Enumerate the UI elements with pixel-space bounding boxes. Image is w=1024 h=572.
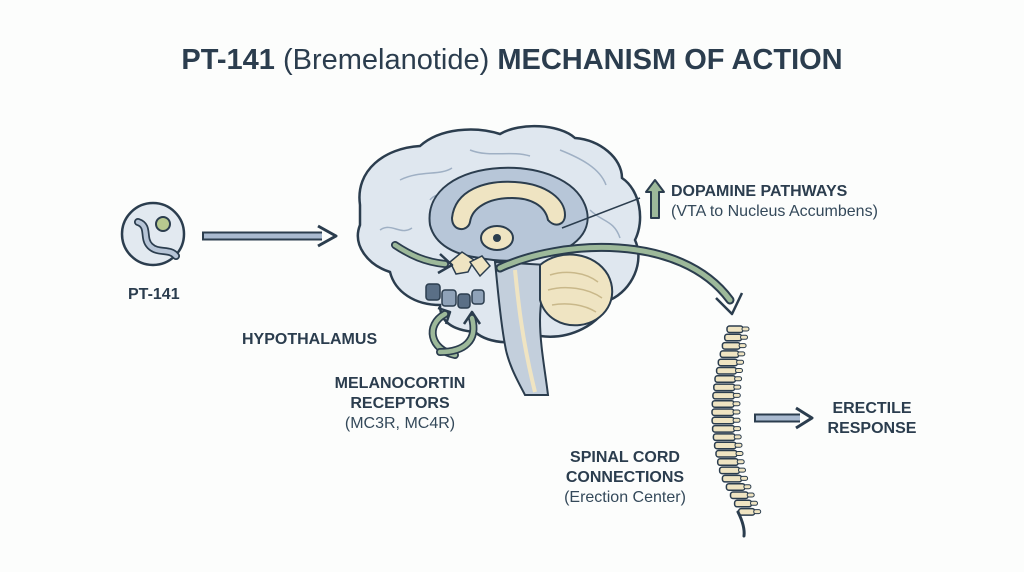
vertebra-process [735,368,743,373]
brain-illustration [356,124,642,396]
pathway-arrow-to-spine [495,242,744,316]
vertebra [712,433,736,442]
vertebra-process [737,351,746,357]
vertebra-process [738,467,746,473]
dopamine-pointer-line [561,197,641,229]
vertebra [714,375,737,384]
vertebra [711,416,735,425]
arrow-to-response [754,406,814,430]
vertebra [713,441,737,450]
vertebra [711,408,735,417]
title-part3: MECHANISM OF ACTION [497,44,843,76]
vertebra [718,466,741,475]
erectile-line1: ERECTILE [832,400,912,417]
vertebra-process [740,475,749,481]
molecule-icon [120,201,186,267]
title-part2: (Bremelanotide) [282,44,490,76]
hypothalamus-label: HYPOTHALAMUS [242,331,378,348]
vertebra [712,391,736,400]
spinal-label: SPINAL CORD CONNECTIONS (Erection Center… [545,448,705,508]
vertebra-process [733,426,742,432]
vertebra [711,399,735,408]
dopamine-label: DOPAMINE PATHWAYS (VTA to Nucleus Accumb… [671,182,878,222]
vertebra [726,325,744,334]
vertebra [729,491,749,500]
spinal-line2: CONNECTIONS [565,469,685,486]
melanocortin-label: MELANOCORTIN RECEPTORS (MC3R, MC4R) [320,374,480,434]
erectile-label: ERECTILE RESPONSE [812,399,932,439]
pt141-label: PT-141 [128,286,180,303]
spinal-line1: SPINAL CORD [570,449,680,466]
vertebra [723,333,743,342]
melanocortin-line1: MELANOCORTIN [334,375,466,392]
vertebra-process [753,509,762,515]
vertebra-process [743,484,752,490]
arrow-to-brain [202,224,338,248]
receptor-loop-arrows [428,306,482,359]
vertebra-process [734,442,743,448]
melanocortin-line2: RECEPTORS [350,395,450,412]
vertebra-process [733,384,742,390]
vertebra-process [735,451,744,456]
vertebra-process [734,376,743,382]
vertebra [716,458,739,467]
vertebra [715,366,738,375]
erectile-line2: RESPONSE [827,420,917,437]
vertebra [733,499,753,508]
title-part1: PT-141 [181,44,275,76]
vertebra-process [740,334,748,340]
vertebra-process [750,500,758,506]
vertebra [713,383,736,392]
vertebra-process [746,492,755,498]
vertebra-process [736,359,745,365]
vertebra [721,474,743,483]
vertebra [719,350,740,359]
coccyx [736,510,746,538]
spine-illustration [711,325,762,538]
spinal-sub: (Erection Center) [564,489,686,506]
dopamine-sub: (VTA to Nucleus Accumbens) [671,203,878,220]
melanocortin-sub: (MC3R, MC4R) [344,415,456,432]
vertebra-process [736,459,745,465]
vertebra-process [741,326,750,332]
vertebra [725,482,746,491]
vertebra-process [732,401,741,407]
page-title: PT-141 (Bremelanotide) MECHANISM OF ACTI… [0,44,1024,77]
dopamine-title: DOPAMINE PATHWAYS [671,183,848,200]
vertebra [737,507,756,516]
receptor-arrow-top [391,241,454,275]
vertebra-process [732,392,741,398]
vertebra-process [733,434,742,440]
up-arrow-icon [645,179,665,219]
vertebra [721,341,741,350]
vertebra-process [732,409,741,415]
vertebra [717,358,739,367]
vertebra-process [732,417,741,423]
vertebra-process [738,343,747,349]
vertebra [711,424,736,433]
vertebra [715,449,738,458]
